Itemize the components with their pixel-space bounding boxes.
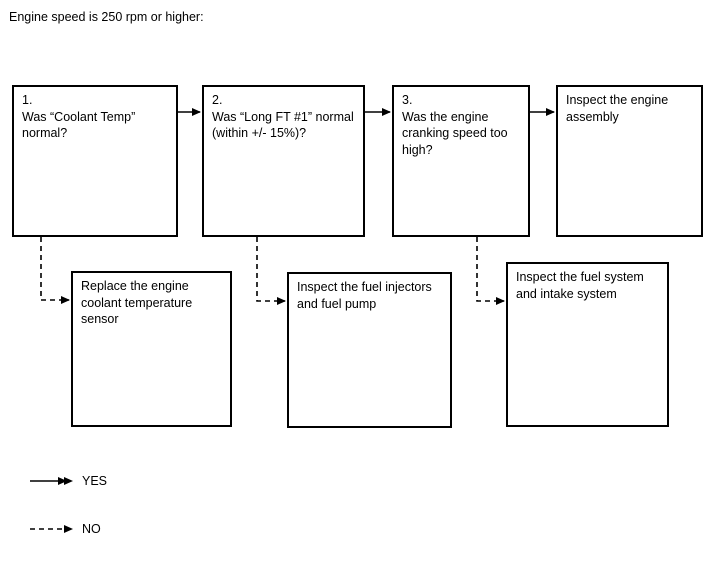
node-inspect-engine-assembly[interactable]: Inspect the engine assembly bbox=[556, 85, 703, 237]
node-inspect-fuel-injectors[interactable]: Inspect the fuel injectors and fuel pump bbox=[287, 272, 452, 428]
node-inspect-fuel-intake[interactable]: Inspect the fuel system and intake syste… bbox=[506, 262, 669, 427]
solid-arrow-icon bbox=[30, 477, 73, 485]
node-replace-coolant-sensor[interactable]: Replace the engine coolant temperature s… bbox=[71, 271, 232, 427]
legend-item-yes: YES bbox=[0, 472, 200, 490]
node-replace-coolant-sensor-label: Replace the engine coolant temperature s… bbox=[81, 279, 193, 326]
node-question-3-label: 3. Was the engine cranking speed too hig… bbox=[402, 93, 508, 157]
node-question-1-label: 1. Was “Coolant Temp” normal? bbox=[22, 93, 136, 140]
page-title: Engine speed is 250 rpm or higher: bbox=[9, 10, 204, 24]
node-question-1[interactable]: 1. Was “Coolant Temp” normal? bbox=[12, 85, 178, 237]
node-inspect-fuel-injectors-label: Inspect the fuel injectors and fuel pump bbox=[297, 280, 432, 311]
legend-label-no: NO bbox=[82, 522, 101, 536]
legend-label-yes: YES bbox=[82, 474, 108, 488]
edge-q2-to-fuel-injectors bbox=[256, 237, 286, 305]
dashed-arrow-icon bbox=[30, 525, 73, 533]
node-question-2[interactable]: 2. Was “Long FT #1” normal (within +/- 1… bbox=[202, 85, 365, 237]
legend-item-no: NO bbox=[0, 520, 200, 538]
node-question-2-label: 2. Was “Long FT #1” normal (within +/- 1… bbox=[212, 93, 354, 140]
node-question-3[interactable]: 3. Was the engine cranking speed too hig… bbox=[392, 85, 530, 237]
edge-q3-to-fuel-intake bbox=[476, 237, 505, 305]
node-inspect-fuel-intake-label: Inspect the fuel system and intake syste… bbox=[516, 270, 644, 301]
edge-q1-to-coolant-sensor bbox=[40, 237, 70, 304]
node-inspect-engine-assembly-label: Inspect the engine assembly bbox=[566, 93, 669, 124]
